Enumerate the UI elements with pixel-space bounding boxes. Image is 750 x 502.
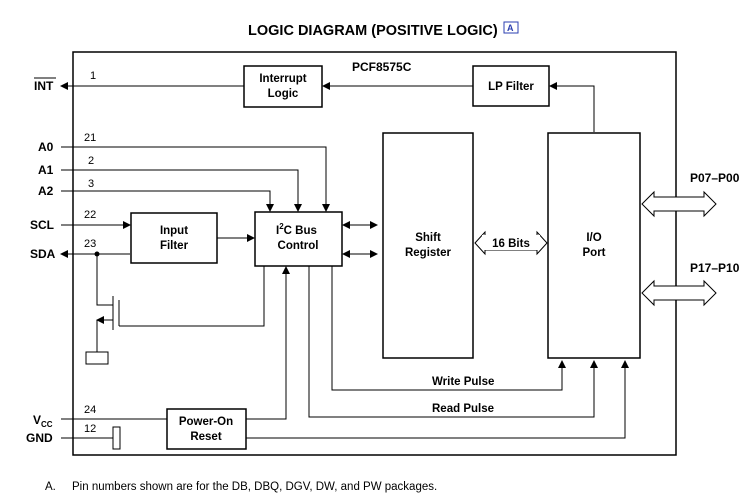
vcc-label: VCC bbox=[33, 413, 53, 429]
ground-symbol bbox=[85, 351, 109, 365]
io-port-line1: I/O bbox=[586, 232, 601, 244]
sda-drain-wire bbox=[96, 254, 113, 306]
footnote-text: Pin numbers shown are for the DB, DBQ, D… bbox=[72, 481, 437, 493]
power-on-reset-line1: Power-On bbox=[179, 416, 233, 428]
p0-label: P07–P00 bbox=[690, 171, 740, 185]
io-port-line2: Port bbox=[583, 247, 606, 259]
shift-register-line1: Shift bbox=[415, 232, 441, 244]
sda-label: SDA bbox=[30, 247, 56, 261]
write-pulse-wire bbox=[331, 266, 566, 391]
power-on-reset-block bbox=[166, 408, 247, 450]
reset-to-i2c-wire bbox=[246, 266, 290, 420]
scl-label: SCL bbox=[30, 218, 54, 232]
io-port-block bbox=[547, 132, 641, 359]
p1-port-arrow bbox=[641, 279, 717, 307]
input-filter-line1: Input bbox=[160, 225, 188, 237]
pin-int: 1 bbox=[90, 70, 96, 82]
footnote-marker: A. bbox=[45, 481, 56, 493]
power-on-reset-line2: Reset bbox=[190, 431, 221, 443]
int-label: INT bbox=[34, 79, 54, 93]
pin-a0: 21 bbox=[84, 132, 96, 144]
title-ref-box[interactable] bbox=[503, 21, 519, 34]
p1-label: P17–P10 bbox=[690, 261, 740, 275]
read-pulse-wire bbox=[308, 266, 598, 418]
a2-wire bbox=[73, 190, 274, 212]
device-name: PCF8575C bbox=[352, 60, 412, 74]
interrupt-logic-block bbox=[243, 65, 323, 108]
io-to-lp-wire bbox=[549, 82, 595, 132]
i2c-to-gate-wire bbox=[119, 239, 265, 327]
a0-wire bbox=[73, 146, 330, 212]
a1-wire bbox=[73, 169, 302, 212]
shift-register-block bbox=[382, 132, 474, 359]
i2c-control-line2: Control bbox=[278, 240, 319, 252]
diagram-title: LOGIC DIAGRAM (POSITIVE LOGIC) bbox=[248, 23, 498, 39]
interrupt-logic-line2: Logic bbox=[268, 88, 299, 100]
pin-scl: 22 bbox=[84, 209, 96, 221]
gnd-bar-symbol bbox=[112, 426, 121, 450]
p0-port-arrow bbox=[641, 190, 717, 218]
shift-register-line2: Register bbox=[405, 247, 452, 259]
lp-filter-label: LP Filter bbox=[488, 81, 534, 93]
bus-label: 16 Bits bbox=[492, 238, 530, 250]
pin-a2: 3 bbox=[88, 178, 94, 190]
input-filter-block bbox=[130, 212, 218, 264]
input-filter-line2: Filter bbox=[160, 240, 189, 252]
interrupt-logic-line1: Interrupt bbox=[259, 73, 306, 85]
pin-a1: 2 bbox=[88, 155, 94, 167]
a1-label: A1 bbox=[38, 163, 54, 177]
pin-gnd: 12 bbox=[84, 423, 96, 435]
a0-label: A0 bbox=[38, 140, 54, 154]
reset-to-io-wire bbox=[246, 360, 629, 439]
a2-label: A2 bbox=[38, 184, 54, 198]
bus-label-bg bbox=[482, 235, 540, 250]
write-pulse-label: Write Pulse bbox=[432, 376, 494, 388]
pin-vcc: 24 bbox=[84, 404, 96, 416]
i2c-control-line1: I2C Bus bbox=[276, 222, 317, 237]
read-pulse-label: Read Pulse bbox=[432, 403, 494, 415]
pin-sda: 23 bbox=[84, 238, 96, 250]
title-ref-link[interactable]: A bbox=[507, 23, 514, 33]
gnd-label: GND bbox=[26, 431, 53, 445]
i2c-control-block bbox=[254, 211, 343, 267]
